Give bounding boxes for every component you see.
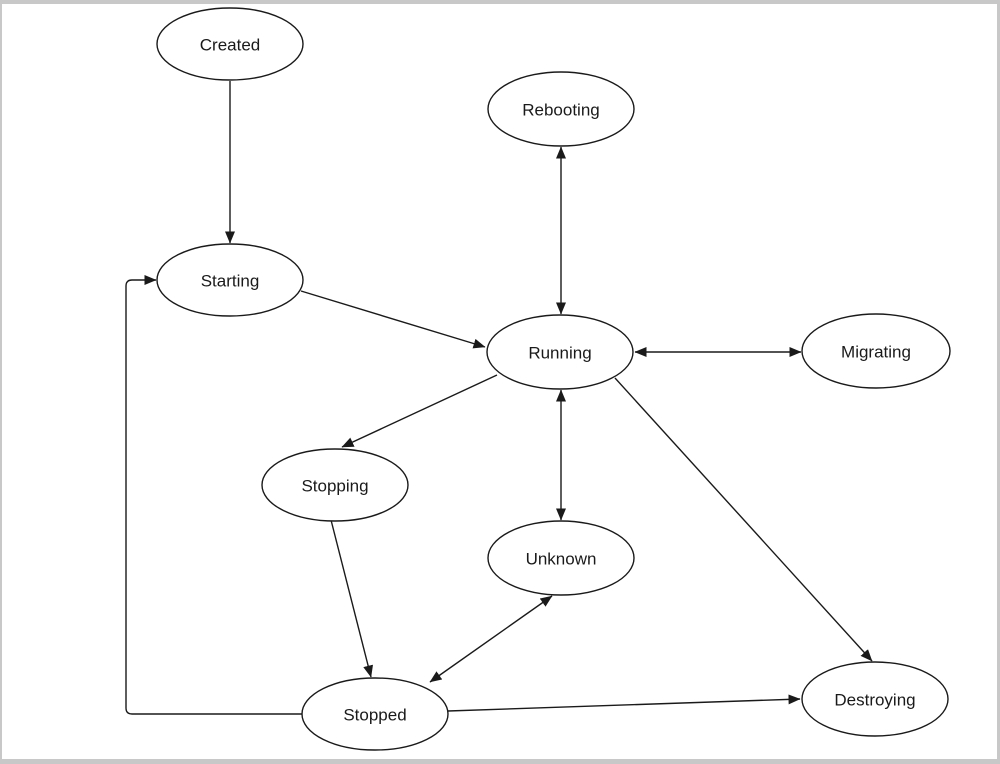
edge-running-stopping xyxy=(341,374,498,448)
node-ellipse-starting xyxy=(156,243,304,317)
node-ellipse-rebooting xyxy=(487,71,635,147)
node-destroying: Destroying xyxy=(801,661,949,737)
node-ellipse-migrating xyxy=(801,313,951,389)
edge-running-destroying xyxy=(614,377,873,662)
node-label-rebooting: Rebooting xyxy=(522,101,600,120)
node-ellipse-running xyxy=(486,314,634,390)
edge-unknown-stopped xyxy=(429,595,553,683)
node-label-running: Running xyxy=(528,344,591,363)
node-rebooting: Rebooting xyxy=(487,71,635,147)
node-ellipse-destroying xyxy=(801,661,949,737)
edge-stopped-starting xyxy=(125,275,302,715)
node-stopped: Stopped xyxy=(301,677,449,751)
node-ellipse-stopped xyxy=(301,677,449,751)
node-ellipse-created xyxy=(156,7,304,81)
node-migrating: Migrating xyxy=(801,313,951,389)
node-label-stopped: Stopped xyxy=(343,706,406,725)
node-ellipse-stopping xyxy=(261,448,409,522)
node-unknown: Unknown xyxy=(487,520,635,596)
edge-stopping-stopped xyxy=(330,519,374,678)
node-created: Created xyxy=(156,7,304,81)
node-label-created: Created xyxy=(200,36,260,55)
node-label-stopping: Stopping xyxy=(301,477,368,496)
node-label-unknown: Unknown xyxy=(526,550,597,569)
node-label-destroying: Destroying xyxy=(834,691,915,710)
edge-stopped-destroying xyxy=(447,694,801,712)
node-label-starting: Starting xyxy=(201,272,260,291)
node-starting: Starting xyxy=(156,243,304,317)
node-stopping: Stopping xyxy=(261,448,409,522)
node-label-migrating: Migrating xyxy=(841,343,911,362)
node-running: Running xyxy=(486,314,634,390)
node-ellipse-unknown xyxy=(487,520,635,596)
edge-starting-running xyxy=(300,290,486,349)
